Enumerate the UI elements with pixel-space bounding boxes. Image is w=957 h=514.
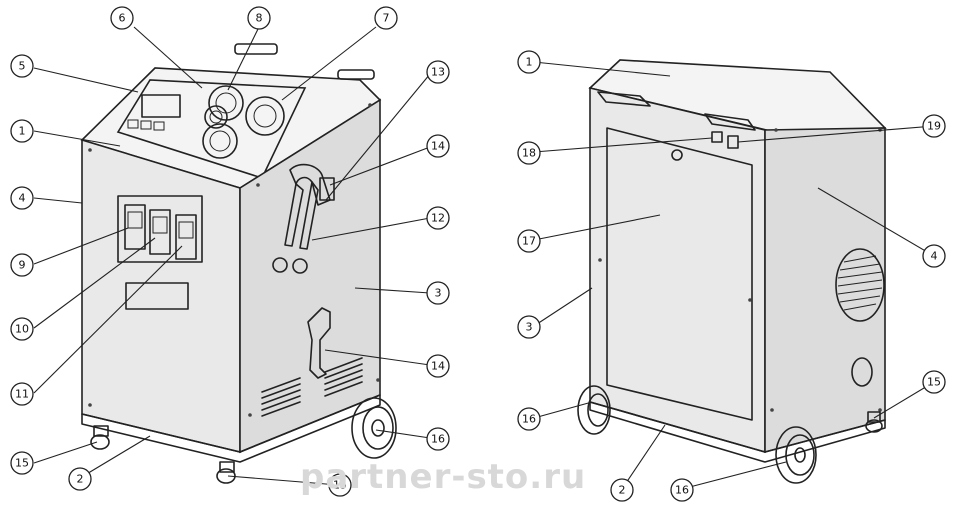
- lower-hook-bracket: [307, 307, 331, 379]
- svg-text:3: 3: [526, 321, 533, 334]
- display-screen: [141, 94, 181, 118]
- callout-12: 12: [426, 206, 450, 230]
- callout-4-right: 4: [922, 244, 946, 268]
- front-view-unit: [80, 43, 397, 484]
- callout-15-left: 15: [10, 451, 34, 475]
- callout-8: 8: [247, 6, 271, 30]
- callout-14-bottom: 14: [426, 354, 450, 378]
- callout-10: 10: [10, 317, 34, 341]
- svg-text:16: 16: [675, 484, 689, 497]
- top-handle-left: [234, 43, 278, 55]
- watermark-text: partner-sto.ru: [300, 457, 586, 497]
- svg-text:15: 15: [333, 479, 347, 492]
- keypad-buttons: [127, 119, 165, 131]
- rear-wheel-right: [775, 426, 817, 484]
- callout-18: 18: [517, 141, 541, 165]
- front-unit-wheel: [351, 397, 397, 459]
- fan-grille: [835, 248, 885, 322]
- front-unit-base-frame: [81, 394, 381, 463]
- front-unit-front-panel: [81, 138, 241, 454]
- svg-text:1: 1: [19, 125, 26, 138]
- callout-13: 13: [426, 60, 450, 84]
- callout-14-top: 14: [426, 134, 450, 158]
- callout-2-left: 2: [68, 467, 92, 491]
- svg-text:7: 7: [383, 12, 390, 25]
- svg-text:11: 11: [15, 388, 29, 401]
- leader-lines: [33, 26, 935, 490]
- callout-19: 19: [922, 114, 946, 138]
- front-unit-screws: [88, 103, 380, 417]
- callout-16-right-a: 16: [517, 407, 541, 431]
- front-unit-control-panel: [116, 79, 307, 179]
- callout-9: 9: [10, 253, 34, 277]
- rear-handle-right: [704, 113, 756, 131]
- callout-17: 17: [517, 229, 541, 253]
- rear-access-panel: [606, 127, 753, 421]
- svg-text:3: 3: [435, 287, 442, 300]
- front-caster-right: [216, 461, 236, 484]
- rear-unit-base-frame: [589, 401, 886, 463]
- front-unit-vents: [261, 357, 363, 417]
- svg-text:18: 18: [522, 147, 536, 160]
- callout-16-left: 16: [426, 427, 450, 451]
- svg-text:6: 6: [119, 12, 126, 25]
- svg-text:15: 15: [927, 376, 941, 389]
- valve-switches: [124, 204, 197, 260]
- svg-text:5: 5: [19, 60, 26, 73]
- svg-text:14: 14: [431, 140, 445, 153]
- hose-bracket: [272, 163, 335, 274]
- svg-text:15: 15: [15, 457, 29, 470]
- svg-text:10: 10: [15, 323, 29, 336]
- svg-text:17: 17: [522, 235, 536, 248]
- svg-text:12: 12: [431, 212, 445, 225]
- callout-11: 11: [10, 382, 34, 406]
- rear-wheel-left: [577, 385, 611, 435]
- svg-text:13: 13: [431, 66, 445, 79]
- top-handle-right: [337, 69, 375, 80]
- rear-view-unit: [577, 59, 887, 484]
- callout-15-bottom: 15: [328, 473, 352, 497]
- svg-text:8: 8: [256, 12, 263, 25]
- callout-15-right: 15: [922, 370, 946, 394]
- svg-text:16: 16: [431, 433, 445, 446]
- callout-7: 7: [374, 6, 398, 30]
- svg-text:1: 1: [526, 56, 533, 69]
- callout-16-right-b: 16: [670, 478, 694, 502]
- panel-lock: [671, 149, 683, 161]
- callout-1: 1: [10, 119, 34, 143]
- callout-4: 4: [10, 186, 34, 210]
- rear-connector: [711, 131, 723, 143]
- svg-text:16: 16: [522, 413, 536, 426]
- callout-3-left: 3: [426, 281, 450, 305]
- callout-3-right: 3: [517, 315, 541, 339]
- svg-text:4: 4: [19, 192, 26, 205]
- side-port: [851, 357, 873, 387]
- callout-6: 6: [110, 6, 134, 30]
- svg-text:14: 14: [431, 360, 445, 373]
- svg-text:2: 2: [619, 484, 626, 497]
- svg-text:19: 19: [927, 120, 941, 133]
- svg-text:2: 2: [77, 473, 84, 486]
- pressure-gauges: [202, 85, 285, 159]
- svg-text:9: 9: [19, 259, 26, 272]
- callout-5: 5: [10, 54, 34, 78]
- front-caster-left: [90, 425, 110, 450]
- svg-text:4: 4: [931, 250, 938, 263]
- front-slot: [125, 282, 189, 310]
- rear-caster: [865, 411, 883, 433]
- callout-2-right: 2: [610, 478, 634, 502]
- rear-handle-left: [597, 91, 651, 107]
- valve-panel: [117, 195, 203, 263]
- callout-1-right: 1: [517, 50, 541, 74]
